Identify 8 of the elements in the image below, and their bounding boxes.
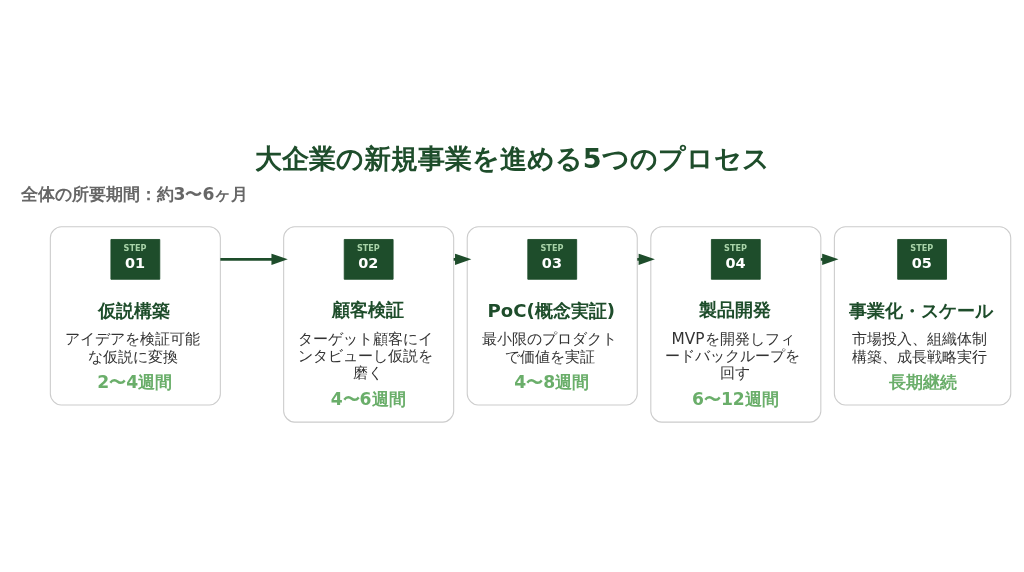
node-box: STEP 02 [343,238,394,280]
diagram-title: 大企業の新規事業を進める5つのプロセス [254,142,770,174]
arrow [220,253,288,265]
node-box: STEP 05 [897,238,947,280]
label: 全体の所要期間：約3〜6ヶ月 [20,183,249,204]
node-box: STEP 04 [710,238,761,280]
node-box: STEP 01 [110,238,161,280]
node-box: STEP 03 [527,238,578,280]
